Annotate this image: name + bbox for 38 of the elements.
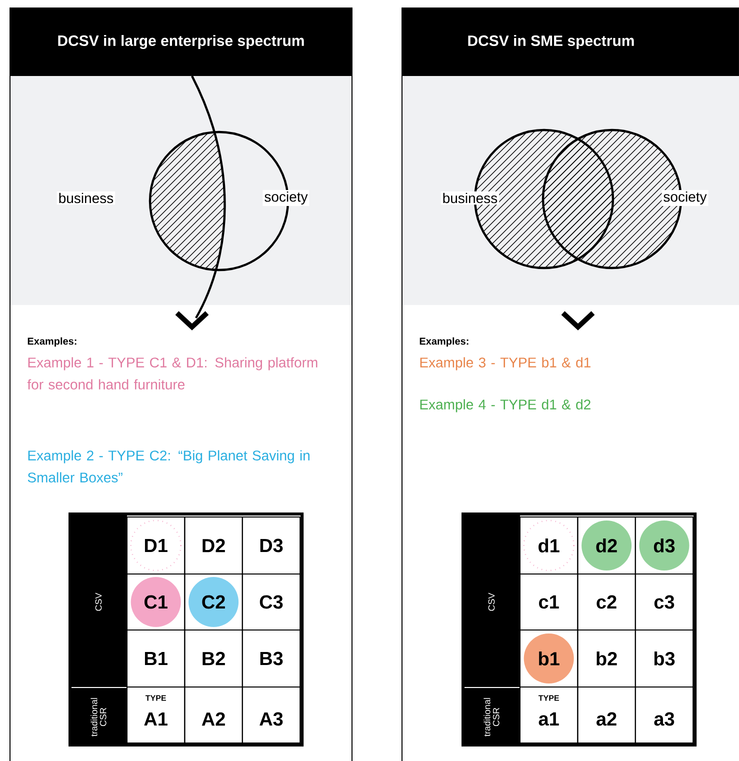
table-cell: C3 [242,574,301,630]
table-cell: B3 [242,630,301,688]
example-text: Example 4 - TYPE d1 & d2 [420,399,590,412]
table-row-header: traditional CSR [463,688,520,745]
table-cell: a3 [634,686,694,744]
example-text: Example 1 - TYPE C1 & D1: Sharing platform for second hand furniture [27,357,318,390]
table-cell: b3 [634,630,694,688]
table-cell: D1 [126,516,186,574]
table-cell: c3 [634,574,694,630]
node-label: DCSV in large enterprise spectrum [58,34,304,50]
type-label: TYPE [146,695,166,701]
table-cell: c1 [520,574,578,630]
table-cell: A3 [242,686,301,744]
venn-label: society [662,190,708,206]
type-label: TYPE [538,695,559,701]
table-cell: c2 [577,574,636,630]
table-cell: a2 [577,686,636,744]
table-cell: D3 [242,516,301,574]
table-cell: A2 [184,686,243,744]
table-cell: D2 [184,516,243,574]
table-cell: C2 [184,574,243,630]
examples-heading: Examples: [28,337,76,347]
table-cell: d2 [577,516,636,574]
venn-label: business [440,191,500,205]
table-cell: b2 [577,630,636,688]
examples-heading: Examples: [420,337,468,347]
example-text: Example 3 - TYPE b1 & d1 [420,357,590,370]
table-cell: B2 [184,630,243,688]
table-cell: B1 [126,630,186,688]
table-cell: C1 [126,574,186,630]
venn-label: society [262,190,310,206]
example-text: Example 2 - TYPE C2: “Big Planet Saving in Smaller Boxes” [28,450,310,482]
table-cell: d1 [520,516,578,574]
venn-label: business [56,191,116,205]
table-cell: b1 [520,630,578,688]
table-cell: d3 [634,516,694,574]
node-label: DCSV in SME spectrum [468,35,634,49]
table-row-header: traditional CSR [70,688,127,745]
